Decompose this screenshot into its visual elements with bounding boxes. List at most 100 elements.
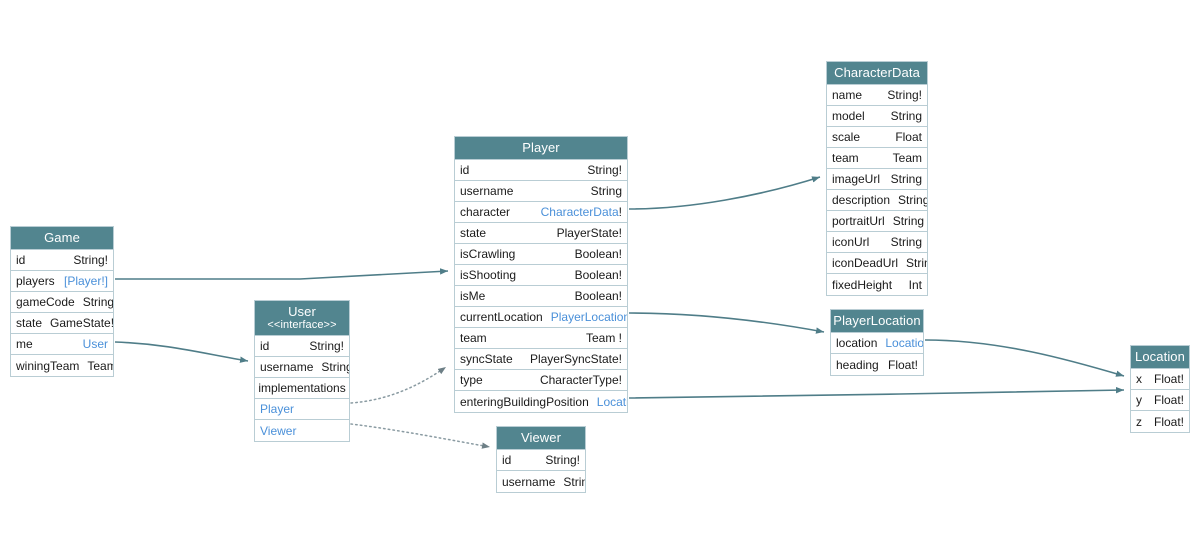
field-type: String bbox=[892, 214, 925, 228]
field-name: username bbox=[460, 184, 514, 198]
entity-header-location: Location bbox=[1131, 346, 1189, 369]
entity-user[interactable]: User<<interface>>idString!usernameString… bbox=[254, 300, 350, 442]
field-type: Team bbox=[892, 151, 922, 165]
field-name: isShooting bbox=[460, 268, 517, 282]
field-type-link[interactable]: User bbox=[82, 337, 108, 351]
field-type: User bbox=[83, 337, 108, 351]
field-name: players bbox=[16, 274, 55, 288]
field-name: enteringBuildingPosition bbox=[460, 394, 589, 409]
field-row[interactable]: iconDeadUrlString bbox=[827, 253, 927, 274]
field-name: currentLocation bbox=[460, 310, 543, 324]
field-type: String bbox=[890, 235, 922, 249]
field-type-link[interactable]: Location! bbox=[885, 336, 923, 350]
field-type: Float bbox=[895, 130, 922, 144]
field-type: Float! bbox=[1153, 414, 1184, 429]
field-name: me bbox=[16, 337, 33, 351]
field-name: name bbox=[832, 88, 863, 102]
field-name: state bbox=[16, 316, 43, 330]
field-type: PlayerState! bbox=[556, 226, 622, 240]
field-row[interactable]: enteringBuildingPosition Location bbox=[455, 391, 627, 412]
field-type: String bbox=[321, 360, 349, 374]
field-name: isCrawling bbox=[460, 247, 516, 261]
field-type: Boolean! bbox=[574, 268, 622, 282]
field-type: CharacterData! bbox=[541, 205, 622, 219]
field-type-link[interactable]: Location bbox=[596, 394, 627, 409]
field-type-link[interactable]: CharacterData bbox=[540, 205, 619, 219]
field-row[interactable]: locationLocation! bbox=[831, 333, 923, 354]
field-name: implementations bbox=[258, 381, 346, 395]
field-name: state bbox=[460, 226, 487, 240]
field-name: isMe bbox=[460, 289, 486, 303]
field-row[interactable]: iconUrl String bbox=[827, 232, 927, 253]
field-type: String! bbox=[587, 163, 622, 177]
field-type: CharacterType! bbox=[539, 373, 622, 387]
entity-header-viewer: Viewer bbox=[497, 427, 585, 450]
field-row[interactable]: implementations bbox=[255, 378, 349, 399]
field-row[interactable]: currentLocation PlayerLocation! bbox=[455, 307, 627, 328]
field-name: iconUrl bbox=[832, 235, 870, 249]
field-row[interactable]: state PlayerState! bbox=[455, 223, 627, 244]
field-name: id bbox=[260, 339, 270, 353]
field-row[interactable]: gameCodeString! bbox=[11, 292, 113, 313]
field-type: Float! bbox=[887, 357, 918, 372]
field-row[interactable]: players [Player!] bbox=[11, 271, 113, 292]
field-name: Player bbox=[260, 402, 295, 416]
entity-title: PlayerLocation bbox=[833, 313, 921, 328]
field-type: String bbox=[898, 193, 927, 207]
field-row[interactable]: isShooting Boolean! bbox=[455, 265, 627, 286]
edge-game-players-to-player bbox=[115, 268, 449, 280]
field-type-link[interactable]: [Player!] bbox=[63, 274, 108, 288]
field-name: id bbox=[460, 163, 470, 177]
field-row[interactable]: id String! bbox=[455, 160, 627, 181]
field-type: Int bbox=[908, 277, 922, 292]
field-row[interactable]: me User bbox=[11, 334, 113, 355]
field-name: winingTeam bbox=[16, 358, 80, 373]
field-type-link[interactable]: PlayerLocation bbox=[550, 310, 627, 324]
field-type: String! bbox=[82, 295, 113, 309]
field-type: PlayerLocation! bbox=[551, 310, 627, 324]
field-row[interactable]: Viewer bbox=[255, 420, 349, 441]
field-type: Team ! bbox=[585, 331, 622, 345]
field-type-nonnull: ! bbox=[618, 205, 622, 219]
entity-title: CharacterData bbox=[834, 65, 920, 80]
edge-game-me-to-user bbox=[114, 341, 249, 363]
field-row[interactable]: syncState PlayerSyncState! bbox=[455, 349, 627, 370]
entity-header-user: User<<interface>> bbox=[255, 301, 349, 336]
field-row[interactable]: Player bbox=[255, 399, 349, 420]
field-type: PlayerSyncState! bbox=[529, 352, 622, 366]
entity-title: Game bbox=[44, 230, 80, 245]
entity-playerlocation[interactable]: PlayerLocation locationLocation!headingFl… bbox=[830, 309, 924, 376]
field-name: syncState bbox=[460, 352, 513, 366]
